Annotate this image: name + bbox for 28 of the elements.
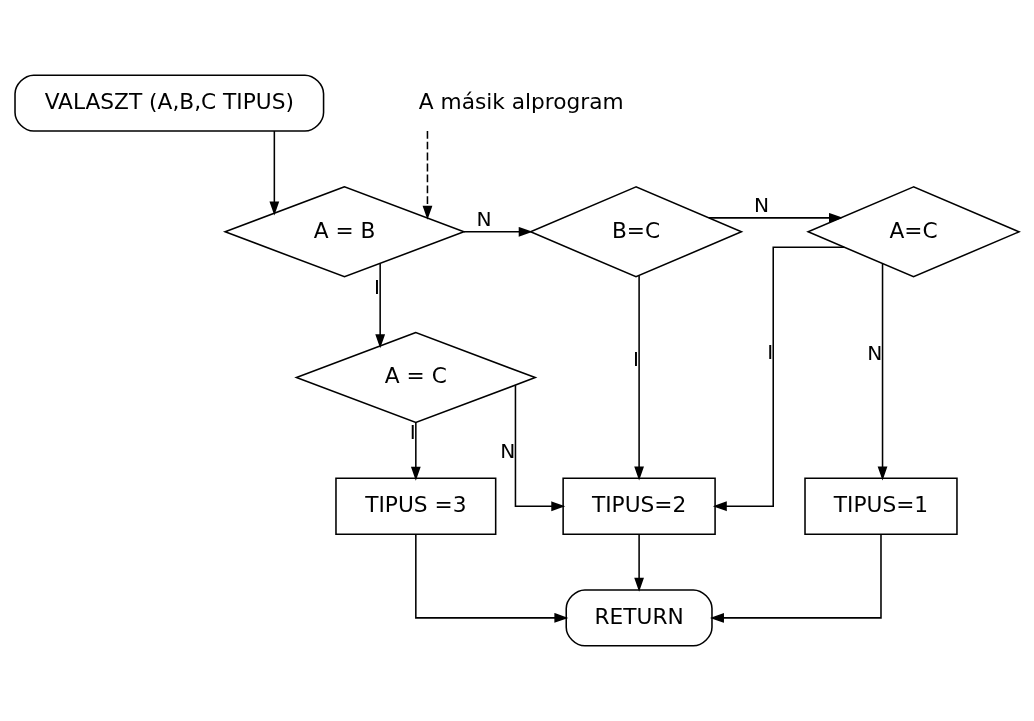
node-box: TIPUS=1 <box>804 477 958 535</box>
edge-label: N <box>754 193 770 218</box>
edge-label: N <box>476 207 492 232</box>
arrow <box>877 263 888 481</box>
arrow <box>710 533 882 623</box>
node-diamond: B=C <box>528 186 744 278</box>
edge-label: N <box>867 340 883 365</box>
node-box: VALASZT (A,B,C TIPUS) <box>14 74 325 132</box>
edge-label: I <box>767 340 774 365</box>
node-diamond: A=C <box>806 186 1021 278</box>
arrow <box>463 226 533 237</box>
arrow <box>422 130 433 220</box>
edge-label: I <box>633 347 639 372</box>
arrow <box>712 246 845 512</box>
arrow <box>708 212 843 223</box>
arrow <box>410 421 421 481</box>
arrow <box>634 275 644 481</box>
node-diamond: A = B <box>222 186 467 278</box>
arrow <box>514 384 566 512</box>
node-box: TIPUS =3 <box>335 477 497 535</box>
arrow <box>375 262 386 349</box>
node-box: TIPUS=2 <box>562 477 716 535</box>
node-text: A másik alprogram <box>418 88 624 114</box>
edge-label: N <box>500 439 516 464</box>
arrow <box>415 533 569 623</box>
arrow <box>269 130 280 216</box>
arrow <box>634 533 644 592</box>
node-box: RETURN <box>565 589 713 647</box>
